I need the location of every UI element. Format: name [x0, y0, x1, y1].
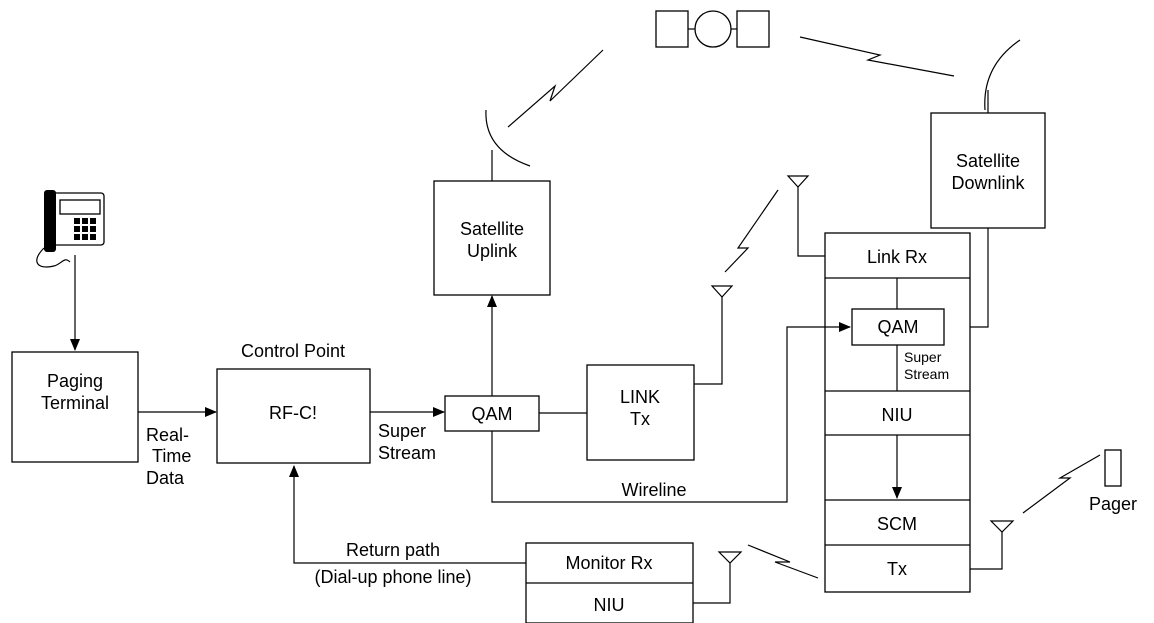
sat-downlink-label-1: Satellite — [956, 151, 1020, 171]
paging-terminal-label-1: Paging — [47, 371, 103, 391]
dialup-label: (Dial-up phone line) — [314, 567, 471, 587]
linkrx-antenna-feed — [797, 187, 825, 257]
return-path-label: Return path — [346, 540, 440, 560]
link-tx-label-2: Tx — [630, 409, 650, 429]
stream-right-label: Stream — [904, 366, 949, 382]
pager-label: Pager — [1089, 494, 1137, 514]
antenna-icon — [710, 285, 734, 298]
radio-link-icon — [724, 189, 779, 273]
monitor-rx-block — [525, 542, 694, 623]
satellite-icon — [655, 10, 770, 48]
link-tx-block: LINK Tx — [586, 364, 695, 461]
antenna-icon — [786, 175, 810, 188]
data-label: Data — [146, 468, 185, 488]
link-rx-label: Link Rx — [867, 247, 927, 267]
radio-link-icon — [1022, 454, 1101, 514]
niu-bottom-label: NIU — [594, 595, 625, 615]
return-path-line — [289, 465, 526, 564]
sat-downlink-label-2: Downlink — [951, 173, 1025, 193]
rfc-block: RF-C! — [216, 368, 371, 464]
tx-antenna-feed — [970, 532, 1003, 570]
paging-terminal-block: Paging Terminal — [11, 351, 139, 463]
dish-antenna-icon — [485, 109, 531, 167]
linktx-antenna-feed — [694, 296, 723, 385]
qam-right-block: QAM — [851, 308, 945, 346]
qam-right-label: QAM — [877, 317, 918, 337]
wireline-label: Wireline — [621, 480, 686, 500]
super-left-label: Super — [378, 421, 426, 441]
antenna-icon — [989, 520, 1015, 533]
sat-uplink-label-2: Uplink — [467, 241, 518, 261]
radio-link-icon — [747, 544, 819, 579]
sat-uplink-label-1: Satellite — [460, 219, 524, 239]
paging-terminal-label-2: Terminal — [41, 393, 109, 413]
monitor-antenna-feed — [693, 563, 731, 604]
telephone-icon — [36, 190, 105, 268]
radio-link-icon — [799, 36, 955, 77]
satellite-uplink-block: Satellite Uplink — [433, 180, 551, 296]
monitor-rx-label: Monitor Rx — [565, 553, 652, 573]
rfc-label: RF-C! — [269, 403, 317, 423]
control-point-title: Control Point — [241, 341, 345, 361]
dish-antenna-icon — [984, 39, 1021, 111]
time-label: Time — [152, 446, 191, 466]
wireline-path — [491, 322, 851, 503]
link-tx-label-1: LINK — [620, 387, 660, 407]
radio-link-icon — [507, 49, 604, 128]
niu-right-label: NIU — [882, 405, 913, 425]
pager-icon — [1104, 449, 1122, 487]
tx-label: Tx — [887, 559, 907, 579]
real-time-label: Real- — [146, 425, 189, 445]
qam-left-block: QAM — [444, 395, 540, 432]
scm-label: SCM — [877, 514, 917, 534]
antenna-icon — [717, 551, 743, 564]
stream-left-label: Stream — [378, 443, 436, 463]
satellite-downlink-block: Satellite Downlink — [930, 112, 1046, 229]
qam-left-label: QAM — [471, 404, 512, 424]
super-right-label: Super — [904, 349, 942, 365]
